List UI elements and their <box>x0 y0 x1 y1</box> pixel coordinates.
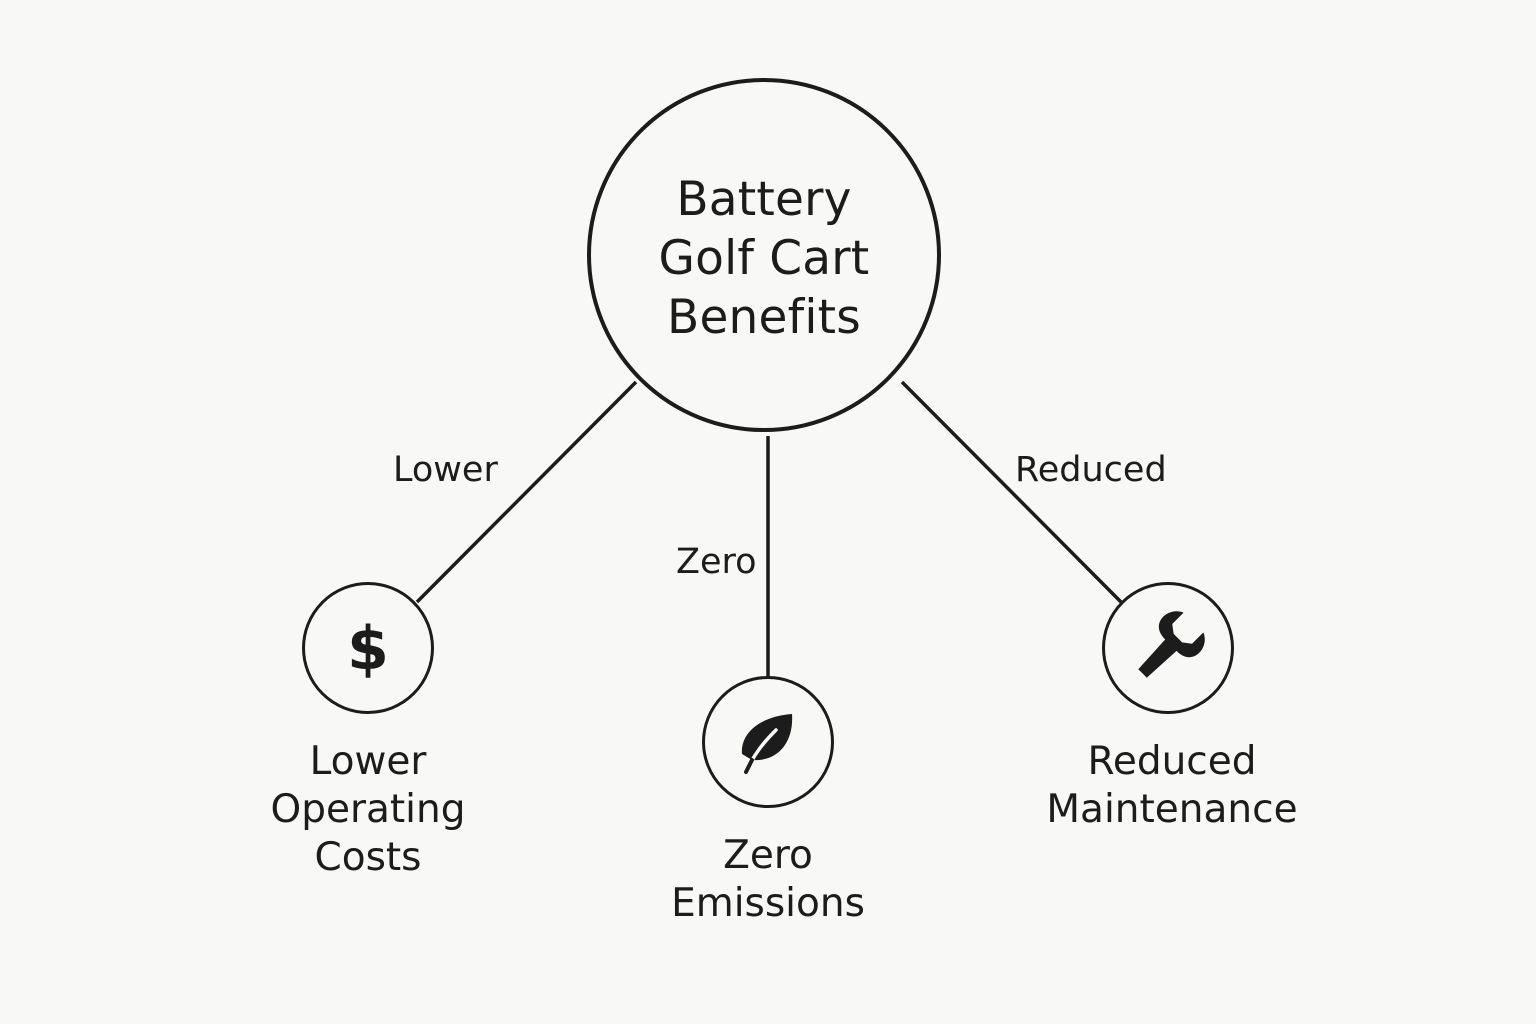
dollar-sign-icon: $ <box>347 614 389 684</box>
zero-emissions-label-line-1: Zero <box>723 833 813 878</box>
connector-line-right <box>900 380 1123 604</box>
center-title-line-2: Golf Cart <box>658 230 870 286</box>
leaf-icon <box>741 714 793 774</box>
lower-costs-label: Lower Operating Costs <box>208 738 528 882</box>
center-title-line-3: Benefits <box>667 289 861 345</box>
zero-emissions-node <box>702 676 834 808</box>
edge-label-zero: Zero <box>676 542 757 582</box>
lower-costs-label-line-3: Costs <box>314 835 422 880</box>
lower-costs-label-line-2: Operating <box>270 787 466 832</box>
zero-emissions-label: Zero Emissions <box>608 832 928 928</box>
connector-line-left <box>415 380 638 604</box>
center-node: Battery Golf Cart Benefits <box>587 78 941 432</box>
wrench-icon <box>1138 611 1205 678</box>
lower-costs-label-line-1: Lower <box>309 739 427 784</box>
edge-label-reduced: Reduced <box>1015 450 1167 490</box>
zero-emissions-label-line-2: Emissions <box>671 881 865 926</box>
reduced-maintenance-node <box>1102 582 1234 714</box>
reduced-maintenance-label-line-2: Maintenance <box>1046 787 1298 832</box>
reduced-maintenance-label: Reduced Maintenance <box>1012 738 1332 834</box>
center-title-line-1: Battery <box>676 171 852 227</box>
lower-costs-node: $ <box>302 582 434 714</box>
reduced-maintenance-label-line-1: Reduced <box>1087 739 1257 784</box>
edge-label-lower: Lower <box>393 450 498 490</box>
